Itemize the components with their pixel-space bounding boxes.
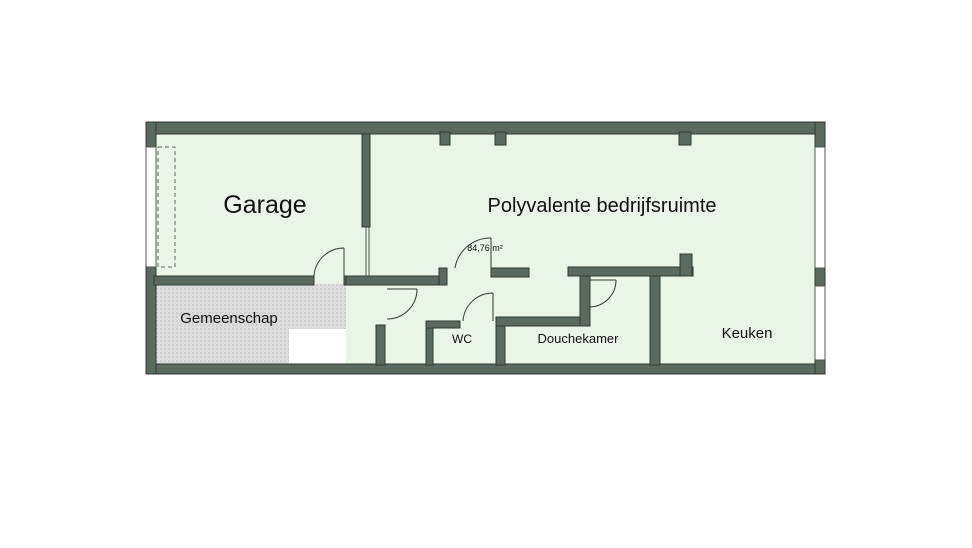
door-swings xyxy=(313,237,617,322)
shared-area-cutout xyxy=(289,329,346,364)
walls xyxy=(145,121,826,375)
keuken-window-top xyxy=(814,146,826,269)
pilaster-1 xyxy=(439,131,451,146)
wall-right-mid xyxy=(814,267,826,287)
corridor-wall-mid xyxy=(490,267,530,278)
windows xyxy=(145,146,826,361)
area-label: 84,76 m² xyxy=(467,243,503,253)
floor-areas xyxy=(146,122,825,374)
wall-top xyxy=(145,121,826,135)
garage-window xyxy=(145,146,157,268)
garage-south-wall xyxy=(153,275,315,286)
keuken-west-wall xyxy=(649,275,661,366)
keuken-window-bottom xyxy=(814,285,826,361)
garage-east-wall xyxy=(361,133,371,228)
wall-right-top xyxy=(814,121,826,148)
corridor-wall-east-stub xyxy=(679,253,693,277)
douche-top-wall xyxy=(495,316,589,327)
door-douche xyxy=(589,279,617,308)
corridor-wall-east xyxy=(567,266,694,277)
corridor-wall-west xyxy=(345,275,447,286)
corridor-wall-stub xyxy=(438,267,448,286)
room-label-garage: Garage xyxy=(223,191,306,219)
door-wc xyxy=(462,292,494,322)
garage-door-outline xyxy=(157,146,176,268)
wall-right-bottom xyxy=(814,359,826,375)
door-garage xyxy=(313,247,345,277)
room-label-keuken: Keuken xyxy=(722,325,773,342)
hall-pillar xyxy=(375,324,386,366)
room-labels: Garage Polyvalente bedrijfsruimte Gemeen… xyxy=(180,191,772,346)
wc-top-wall xyxy=(425,320,461,329)
room-label-polyvalente: Polyvalente bedrijfsruimte xyxy=(488,195,717,217)
door-main-room xyxy=(454,237,492,269)
wc-east-wall xyxy=(495,320,506,366)
door-corridor-west xyxy=(386,288,418,320)
room-label-gemeenschap: Gemeenschap xyxy=(180,310,278,327)
wall-bottom xyxy=(145,363,826,375)
sliding-panel xyxy=(365,227,370,276)
room-label-douchekamer: Douchekamer xyxy=(538,331,620,346)
pilaster-2 xyxy=(494,131,507,146)
room-label-wc: WC xyxy=(452,332,472,346)
wall-left-top xyxy=(145,121,157,148)
douche-north-wall xyxy=(579,275,591,327)
pilaster-3 xyxy=(678,131,692,146)
